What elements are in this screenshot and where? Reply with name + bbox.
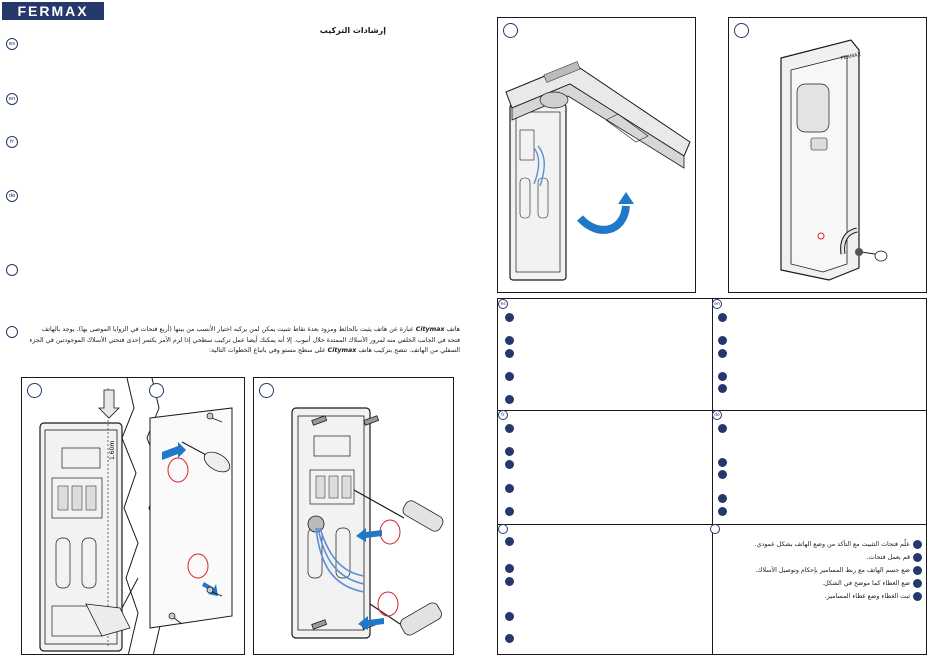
- bullet: [505, 484, 514, 493]
- ar-step-2: قم بعمل فتحات.: [866, 554, 910, 561]
- unit-brand-label: FERMAX: [840, 52, 862, 62]
- arabic-paragraph: هاتف Citymax عبارة عن هاتف يثبت بالحائط …: [28, 325, 460, 357]
- bullet: [505, 577, 514, 586]
- ar-step-5: ثبت الغطاء وضع غطاء المسامير.: [824, 593, 910, 600]
- figure-fit-cover: [497, 17, 696, 293]
- fermax-logo: FERMAX: [2, 2, 104, 20]
- step-number-c: [259, 383, 274, 398]
- box-lang-5: [498, 524, 508, 534]
- ar-step-4: ضع الغطاء كما موضح في الشكل.: [822, 580, 910, 587]
- ar-bullet: [913, 553, 922, 562]
- bullet: [505, 564, 514, 573]
- bullet: [505, 424, 514, 433]
- ar-bullet: [913, 566, 922, 575]
- ar-bullet: [913, 540, 922, 549]
- figure-screw-body: [253, 377, 454, 655]
- step-number-a: [27, 383, 42, 398]
- bullet: [718, 313, 727, 322]
- steps-grid: [497, 298, 927, 655]
- bullet: [505, 460, 514, 469]
- bullet: [718, 470, 727, 479]
- lang-ar-badge: [6, 326, 18, 338]
- figure-fit-cover-drawing: [505, 61, 691, 281]
- box-lang-fr: fr: [498, 410, 508, 420]
- para-line2: فتحة في الجانب الخلفي منه لمرور الأسلاك …: [29, 336, 460, 344]
- bullet: [718, 384, 727, 393]
- figure-mark-holes: 1.60m: [21, 377, 245, 655]
- ar-bullet: [913, 579, 922, 588]
- box-lang-en: en: [712, 299, 722, 309]
- bullet: [718, 424, 727, 433]
- bullet: [718, 349, 727, 358]
- box-lang-ar: [710, 524, 720, 534]
- box-lang-de: de: [712, 410, 722, 420]
- para-line3-brand: Citymax: [327, 347, 357, 354]
- bullet: [718, 458, 727, 467]
- lang-badge-5: [6, 264, 18, 276]
- instructions-title: إرشادات التركيب: [319, 26, 386, 35]
- lang-fr-badge: fr: [6, 136, 18, 148]
- bullet: [505, 349, 514, 358]
- ar-step-1: علّم فتحات التثبيت مع التأكد من وضع الها…: [754, 541, 910, 548]
- box-lang-es: es: [498, 299, 508, 309]
- bullet: [505, 395, 514, 404]
- bullet: [505, 447, 514, 456]
- para-brand: Citymax: [415, 326, 445, 333]
- bullet: [505, 537, 514, 546]
- para-line1-pre: هاتف: [444, 326, 460, 333]
- bullet: [505, 612, 514, 621]
- bullet: [718, 494, 727, 503]
- para-line3-post: على سطح مستو وفي باتباع الخطوات التالية:: [208, 347, 328, 354]
- lang-de-badge: de: [6, 190, 18, 202]
- measure-label: 1.60m: [109, 441, 116, 460]
- figure-finished-unit-drawing: FERMAX: [780, 39, 888, 281]
- bullet: [718, 372, 727, 381]
- step-number-d: [503, 23, 518, 38]
- grid-divider-v: [712, 299, 713, 654]
- figure-finished-unit: FERMAX: [728, 17, 927, 293]
- bullet: [505, 634, 514, 643]
- bullet: [505, 507, 514, 516]
- ar-step-3: ضع جسم الهاتف مع ربط المسامير بإحكام وتو…: [755, 567, 910, 574]
- para-line3-pre: السفلي من الهاتف. تنصح بتركيب هاتف: [356, 347, 460, 354]
- bullet: [505, 313, 514, 322]
- bullet: [505, 372, 514, 381]
- step-number-b: [149, 383, 164, 398]
- grid-divider-h1: [498, 410, 926, 411]
- bullet: [505, 336, 514, 345]
- ar-bullet: [913, 592, 922, 601]
- bullet: [718, 507, 727, 516]
- figure-screw-body-drawing: [291, 407, 444, 639]
- lang-es-badge: es: [6, 38, 18, 50]
- lang-en-badge: en: [6, 93, 18, 105]
- step-number-e: [734, 23, 749, 38]
- figure-mark-holes-drawing: 1.60m: [39, 378, 233, 654]
- bullet: [718, 336, 727, 345]
- para-line1-post: عبارة عن هاتف يثبت بالحائط ومزود بعدة نق…: [41, 326, 416, 333]
